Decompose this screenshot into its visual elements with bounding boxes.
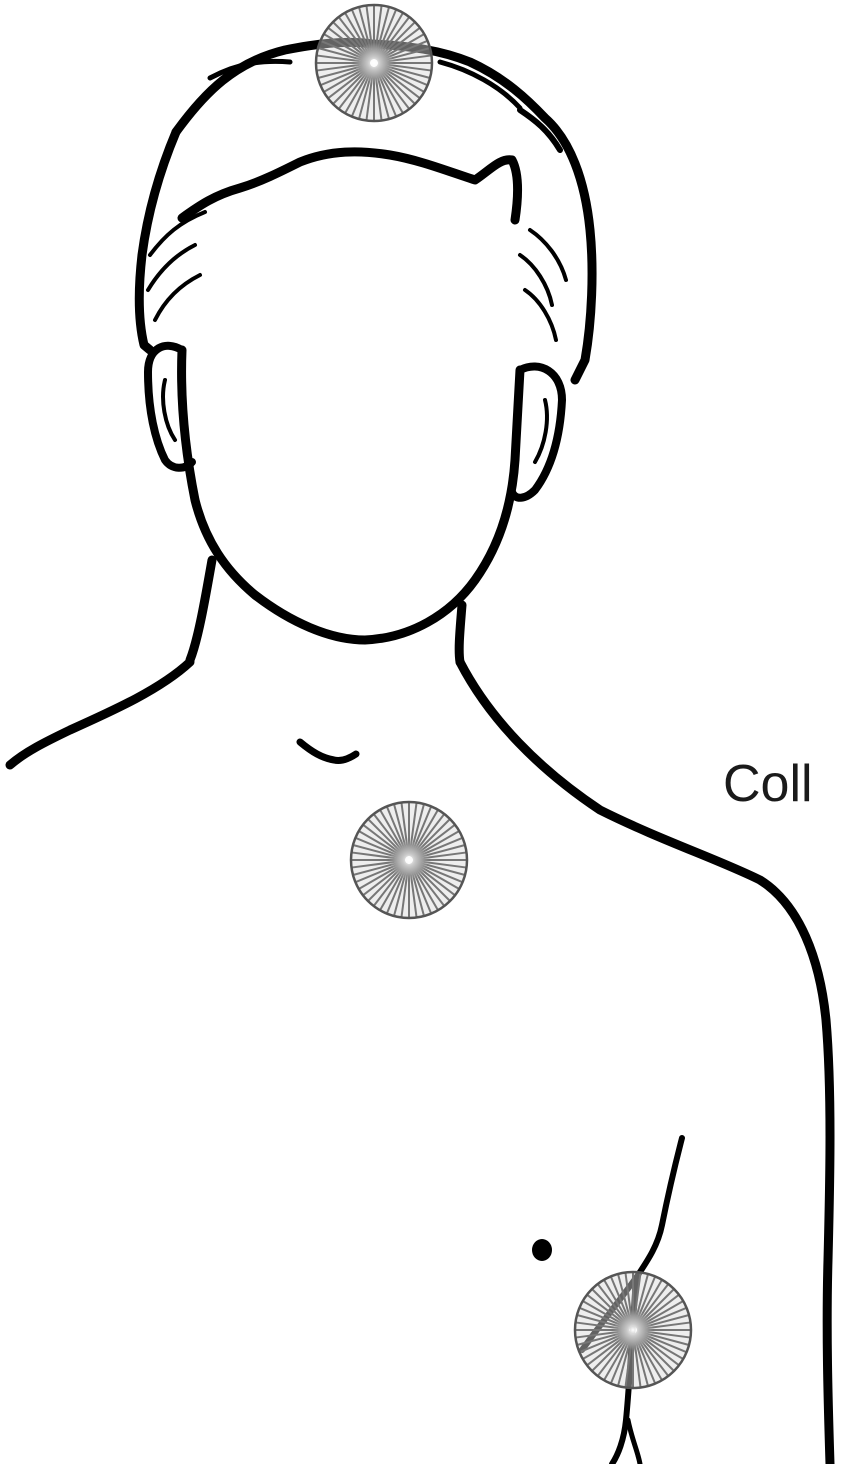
- collarbone-notch: [300, 742, 356, 761]
- markers-layer: [316, 5, 691, 1388]
- head-point-marker: [316, 5, 432, 121]
- face-outline: [182, 350, 520, 640]
- neck-left: [190, 560, 212, 660]
- marker-center-glow: [389, 840, 430, 881]
- marker-center-glow: [354, 43, 395, 84]
- chest-point-marker: [351, 802, 467, 918]
- left-shoulder: [10, 662, 190, 765]
- neck-right: [459, 605, 462, 662]
- armpit-point-marker: [575, 1272, 691, 1388]
- marker-center-glow: [613, 1310, 654, 1351]
- hairline: [182, 152, 518, 220]
- nipple-dot: [532, 1239, 552, 1261]
- collar-label: Coll: [723, 758, 842, 810]
